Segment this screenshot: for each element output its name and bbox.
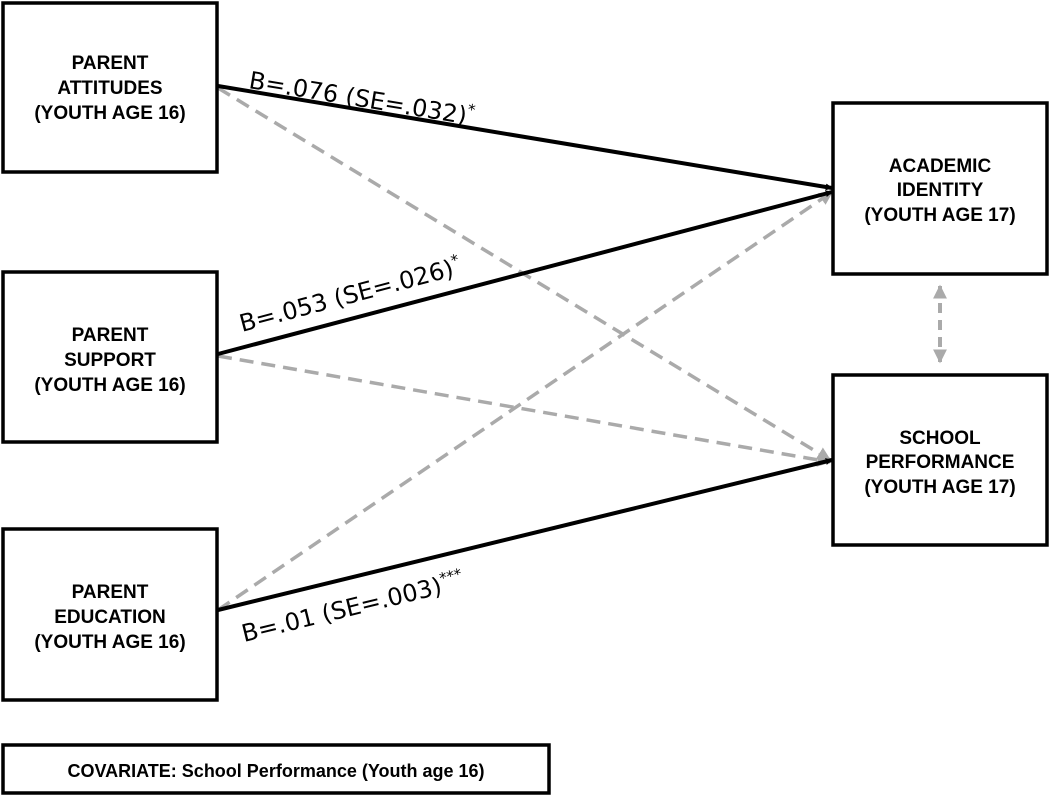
node-label: (YOUTH AGE 16) (34, 375, 185, 396)
node-parent-education: PARENT EDUCATION (YOUTH AGE 16) (1, 527, 219, 702)
covariate-text: COVARIATE: School Performance (Youth age… (67, 761, 484, 781)
coef-attitudes-to-identity: B=.076 (SE=.032)* (247, 64, 477, 131)
node-parent-attitudes: PARENT ATTITUDES (YOUTH AGE 16) (1, 1, 219, 174)
covariate-box: COVARIATE: School Performance (Youth age… (1, 743, 551, 795)
path-support-to-performance (217, 354, 832, 467)
path-attitudes-to-identity (217, 84, 833, 191)
node-academic-identity: ACADEMIC IDENTITY (YOUTH AGE 17) (831, 101, 1049, 276)
covariate-label: COVARIATE: (67, 761, 176, 781)
node-label: (YOUTH AGE 17) (864, 477, 1015, 498)
path-education-to-identity (217, 190, 834, 612)
coef-support-to-identity: B=.053 (SE=.026)* (236, 250, 464, 337)
node-label: PERFORMANCE (866, 452, 1015, 473)
node-label: SCHOOL (899, 428, 981, 449)
node-label: (YOUTH AGE 16) (34, 103, 185, 124)
node-label: EDUCATION (54, 607, 166, 628)
node-label: ATTITUDES (57, 78, 162, 99)
node-label: (YOUTH AGE 17) (864, 205, 1015, 226)
path-support-to-identity (217, 190, 833, 356)
node-label: PARENT (72, 325, 149, 346)
node-label: PARENT (72, 53, 149, 74)
node-label: ACADEMIC (889, 156, 992, 177)
node-label: SUPPORT (64, 350, 156, 371)
path-education-to-performance (217, 458, 833, 612)
covariate-description: School Performance (Youth age 16) (177, 761, 485, 781)
node-parent-support: PARENT SUPPORT (YOUTH AGE 16) (1, 270, 219, 444)
node-label: (YOUTH AGE 16) (34, 632, 185, 653)
node-label: PARENT (72, 582, 149, 603)
node-label: IDENTITY (897, 180, 984, 201)
node-school-performance: SCHOOL PERFORMANCE (YOUTH AGE 17) (831, 373, 1049, 547)
